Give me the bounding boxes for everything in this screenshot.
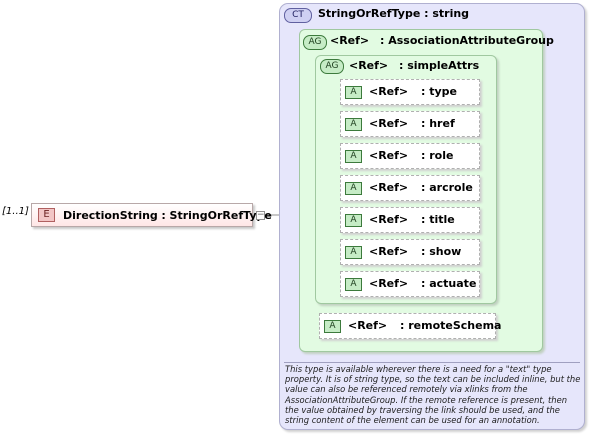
- attribute-icon: A: [345, 118, 362, 131]
- attribute-group-icon: AG: [320, 59, 344, 74]
- attribute-name: : remoteSchema: [400, 319, 502, 332]
- attribute-ref: <Ref>: [369, 245, 409, 258]
- attribute-icon: A: [345, 246, 362, 259]
- attribute-ref: <Ref>: [369, 85, 409, 98]
- attribute-ref: <Ref>: [369, 149, 409, 162]
- attribute-ref: <Ref>: [348, 319, 388, 332]
- attribute-ref: <Ref>: [369, 117, 409, 130]
- attribute-title[interactable]: A <Ref> : title: [340, 207, 480, 233]
- complex-type-icon: CT: [284, 8, 312, 23]
- attribute-ref: <Ref>: [369, 277, 409, 290]
- attribute-icon: A: [345, 278, 362, 291]
- outer-group-ref: <Ref>: [330, 34, 370, 47]
- attribute-name: : type: [421, 85, 457, 98]
- element-icon: E: [38, 208, 55, 222]
- attribute-icon: A: [324, 320, 341, 333]
- attribute-actuate[interactable]: A <Ref> : actuate: [340, 271, 480, 297]
- attribute-ref: <Ref>: [369, 213, 409, 226]
- attribute-ref: <Ref>: [369, 181, 409, 194]
- attribute-arcrole[interactable]: A <Ref> : arcrole: [340, 175, 480, 201]
- complex-type-title: StringOrRefType : string: [318, 7, 470, 20]
- attribute-name: : title: [421, 213, 455, 226]
- attribute-name: : role: [421, 149, 454, 162]
- element-label: DirectionString : StringOrRefType: [63, 209, 272, 222]
- attribute-icon: A: [345, 150, 362, 163]
- attribute-href[interactable]: A <Ref> : href: [340, 111, 480, 137]
- cardinality-label: [1..1]: [2, 206, 29, 217]
- outer-group-name: : AssociationAttributeGroup: [380, 34, 554, 47]
- attribute-icon: A: [345, 214, 362, 227]
- element-name: DirectionString: [63, 209, 158, 222]
- attribute-name: : show: [421, 245, 462, 258]
- type-description: This type is available wherever there is…: [285, 364, 581, 426]
- inner-group-name: : simpleAttrs: [399, 59, 480, 72]
- element-node[interactable]: E DirectionString : StringOrRefType: [31, 203, 272, 227]
- attribute-type[interactable]: A <Ref> : type: [340, 79, 480, 105]
- attribute-name: : actuate: [421, 277, 477, 290]
- attribute-remote-schema[interactable]: A <Ref> : remoteSchema: [319, 313, 501, 339]
- attribute-name: : arcrole: [421, 181, 473, 194]
- attribute-icon: A: [345, 86, 362, 99]
- attribute-icon: A: [345, 182, 362, 195]
- collapse-toggle-icon[interactable]: −: [256, 210, 265, 220]
- inner-group-ref: <Ref>: [349, 59, 389, 72]
- attribute-show[interactable]: A <Ref> : show: [340, 239, 480, 265]
- element-type: : StringOrRefType: [161, 209, 272, 222]
- description-divider: [284, 362, 580, 363]
- attribute-name: : href: [421, 117, 455, 130]
- attribute-role[interactable]: A <Ref> : role: [340, 143, 480, 169]
- attribute-group-icon: AG: [303, 35, 327, 50]
